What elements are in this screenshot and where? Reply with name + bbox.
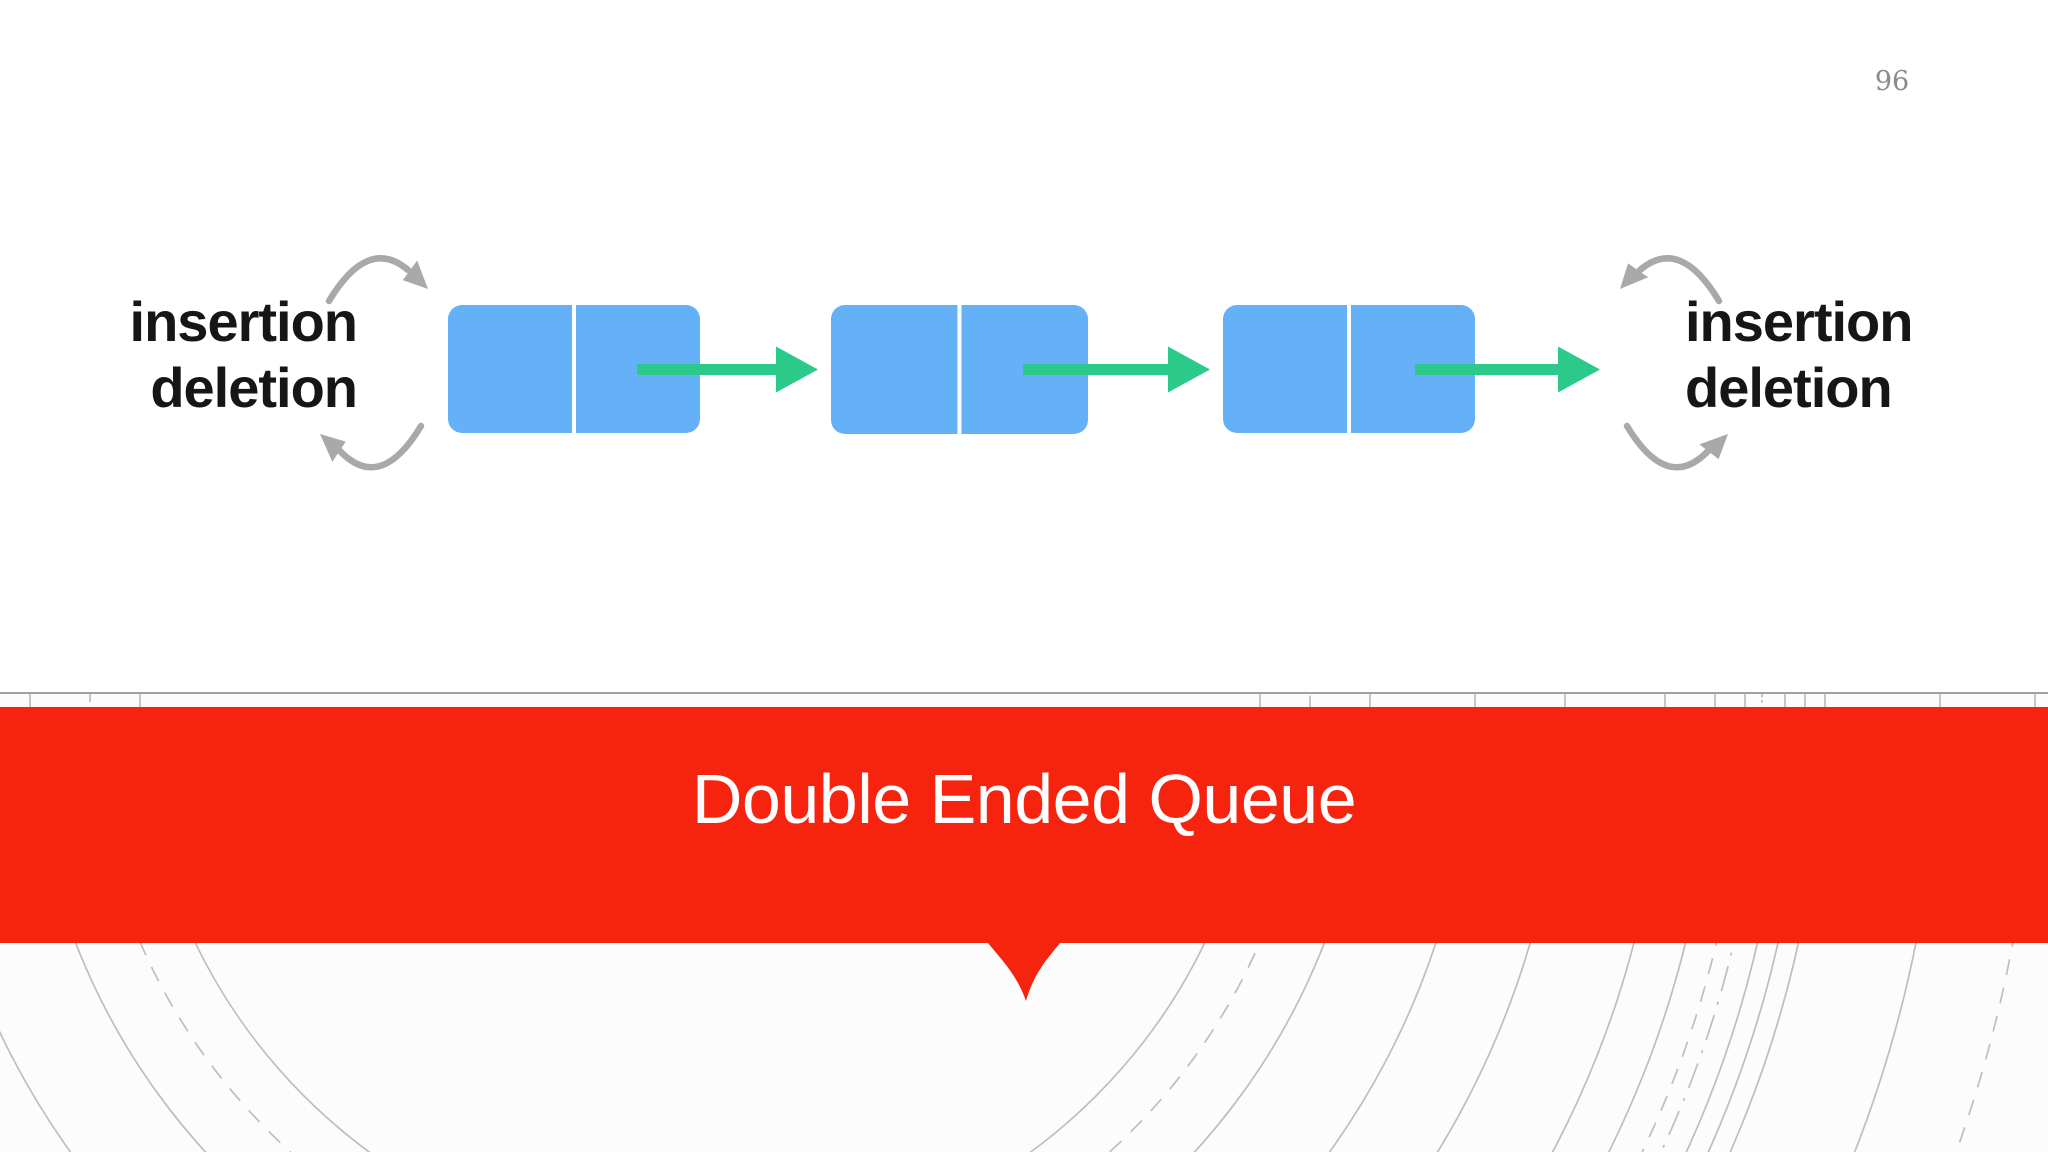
circular-arrow-icon-left-bottom	[320, 422, 425, 471]
banner-pointer-triangle-icon	[988, 943, 1060, 1001]
insertion-label: insertion	[129, 290, 358, 353]
deletion-label: deletion	[150, 356, 358, 419]
section-title-banner: Double Ended Queue	[0, 707, 2048, 943]
circular-arrow-icon-right-bottom	[1623, 422, 1728, 471]
deque-node-1	[448, 305, 700, 433]
deletion-label: deletion	[1685, 356, 1893, 419]
right-end-operations-label: insertion deletion	[1685, 289, 1913, 421]
circular-arrow-icon-left-top	[325, 255, 428, 305]
left-end-operations-label: insertion deletion	[129, 289, 358, 421]
circular-arrow-icon-right-top	[1620, 255, 1723, 305]
next-pointer-arrow-1	[637, 346, 818, 393]
deque-figure	[320, 255, 1728, 471]
page-number: 96	[1874, 66, 1910, 97]
slide-title: Double Ended Queue	[691, 760, 1357, 838]
insertion-label: insertion	[1685, 290, 1913, 353]
deque-node-2	[831, 305, 1088, 434]
deque-diagram-panel: 96 insertion deletion insertion deletion	[0, 66, 2048, 694]
next-pointer-arrow-2	[1023, 346, 1210, 393]
deque-node-3	[1223, 305, 1475, 433]
next-pointer-arrow-3	[1415, 346, 1600, 393]
